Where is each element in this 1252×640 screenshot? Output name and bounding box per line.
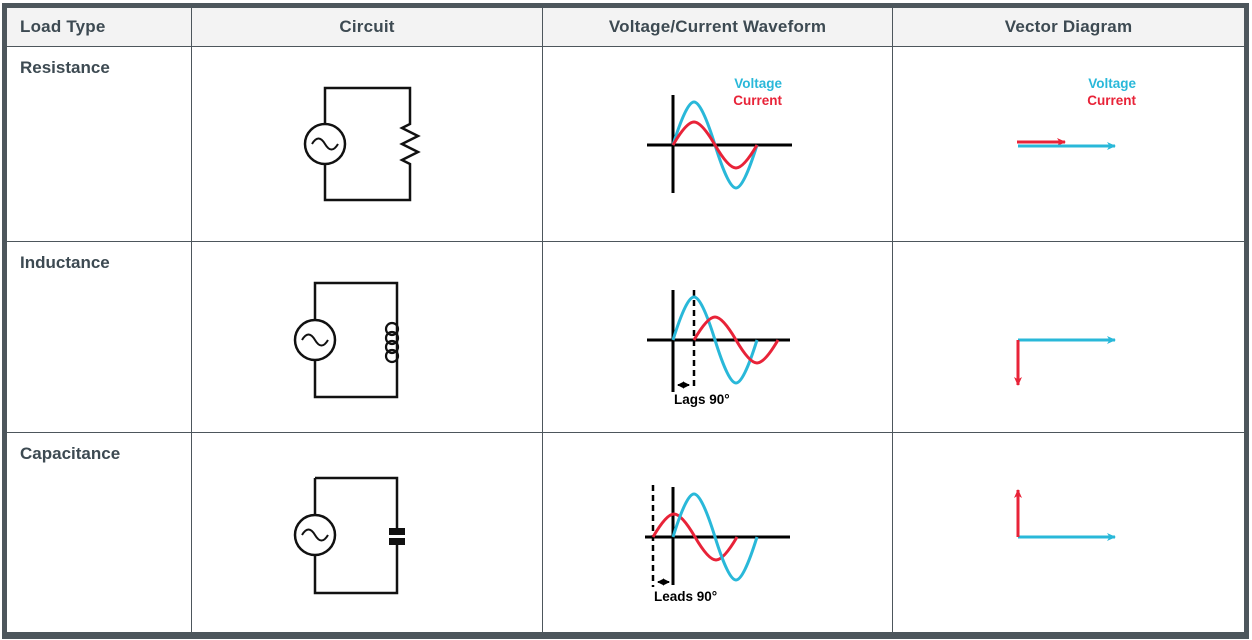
waveform-cell-capacitance: Leads 90° — [543, 433, 893, 632]
resistance-waveform-plot — [647, 95, 792, 193]
inductance-vector-diagram — [1014, 336, 1116, 386]
row-label-resistance: Resistance — [7, 47, 192, 242]
phase-label-leads: Leads 90° — [654, 589, 718, 604]
circuit-cell-inductance — [192, 242, 543, 433]
vector-legend: Voltage Current — [1087, 75, 1136, 109]
waveform-cell-resistance: Voltage Current — [543, 47, 893, 242]
axes — [645, 485, 790, 587]
capacitance-waveform-plot — [645, 485, 790, 587]
voltage-wave — [671, 295, 759, 385]
capacitance-label: Capacitance — [20, 444, 121, 463]
axes — [647, 290, 790, 392]
header-load-type-label: Load Type — [20, 17, 106, 36]
waveform-legend: Voltage Current — [733, 75, 782, 109]
resistance-circuit-diagram — [303, 86, 421, 202]
ac-source-icon — [303, 122, 347, 166]
resistance-vector-diagram — [1017, 138, 1116, 150]
vector-cell-capacitance — [893, 433, 1244, 632]
header-waveform: Voltage/Current Waveform — [543, 8, 893, 47]
circuit-cell-resistance — [192, 47, 543, 242]
inductance-label: Inductance — [20, 253, 110, 272]
header-waveform-label: Voltage/Current Waveform — [608, 17, 827, 36]
waveform-legend-voltage: Voltage — [734, 76, 782, 91]
inductor-icon — [384, 321, 400, 364]
inductance-waveform-plot — [647, 290, 790, 392]
vector-cell-inductance — [893, 242, 1244, 433]
capacitance-circuit-diagram — [293, 476, 405, 595]
resistance-label: Resistance — [20, 58, 110, 77]
circuit-loop — [323, 86, 421, 202]
ac-source-icon — [293, 318, 337, 362]
voltage-wave — [671, 492, 759, 582]
vector-cell-resistance: Voltage Current — [893, 47, 1244, 242]
row-label-capacitance: Capacitance — [7, 433, 192, 632]
header-circuit: Circuit — [192, 8, 543, 47]
inductance-circuit-diagram — [293, 281, 400, 399]
axes — [647, 95, 792, 193]
header-vector-label: Vector Diagram — [1004, 17, 1133, 36]
row-label-inductance: Inductance — [7, 242, 192, 433]
current-wave — [692, 315, 780, 365]
load-type-table: Load Type Circuit Voltage/Current Wavefo… — [2, 3, 1249, 639]
waveform-cell-inductance: Lags 90° — [543, 242, 893, 433]
header-vector: Vector Diagram — [893, 8, 1244, 47]
vector-legend-voltage: Voltage — [1088, 76, 1136, 91]
current-wave — [671, 120, 759, 170]
header-circuit-label: Circuit — [339, 17, 395, 36]
ac-source-icon — [293, 513, 337, 557]
capacitance-vector-diagram — [1014, 489, 1116, 541]
phase-label-lags: Lags 90° — [674, 392, 730, 407]
header-load-type: Load Type — [7, 8, 192, 47]
circuit-cell-capacitance — [192, 433, 543, 632]
waveform-legend-current: Current — [733, 93, 782, 108]
capacitor-icon — [389, 528, 405, 545]
vector-legend-current: Current — [1087, 93, 1136, 108]
